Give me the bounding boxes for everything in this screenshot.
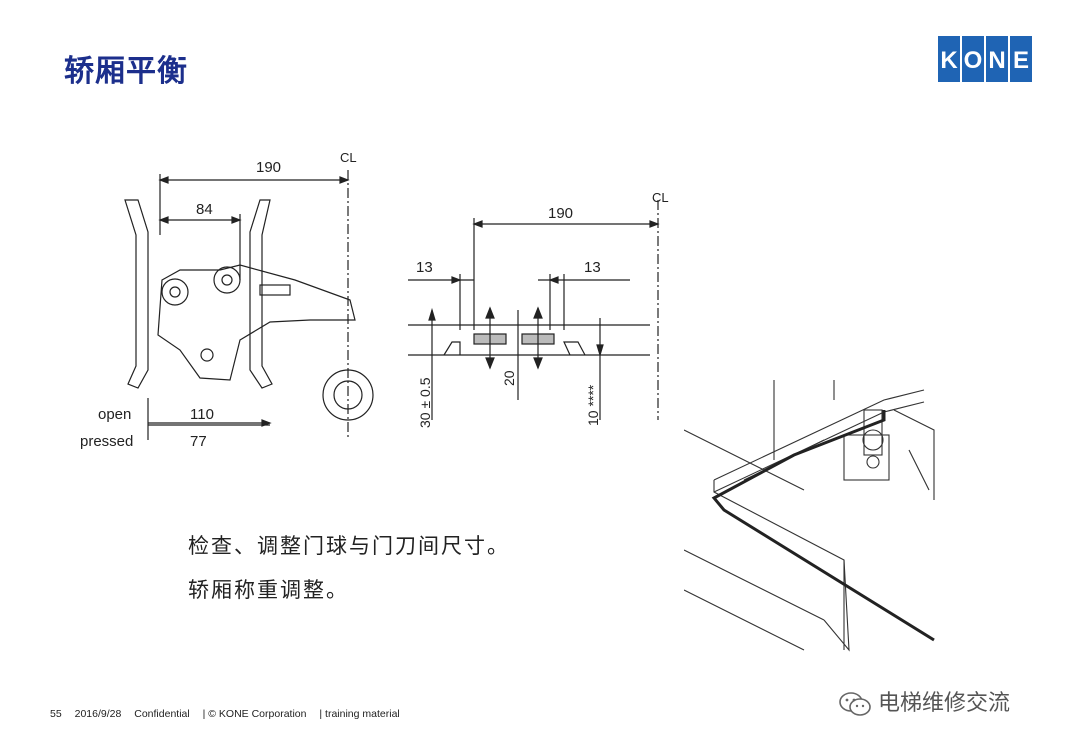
watermark: 电梯维修交流 — [838, 685, 1010, 718]
clearance-drawing: 190 CL 13 13 30 ± 0.5 20 10 **** — [408, 190, 669, 428]
value-pressed: 77 — [190, 433, 207, 450]
body-line-1: 检查、调整门球与门刀间尺寸。 — [188, 534, 510, 558]
isometric-sensor-drawing — [684, 380, 935, 652]
svg-text:K: K — [940, 47, 958, 74]
label-pressed: pressed — [80, 433, 133, 450]
watermark-text: 电梯维修交流 — [878, 691, 1011, 716]
centerline-mark-left: CL — [340, 150, 357, 165]
dim-190-left: 190 — [256, 159, 281, 176]
svg-text:E: E — [1013, 47, 1029, 74]
dim-13-left: 13 — [416, 259, 433, 276]
body-line-2: 轿厢称重调整。 — [188, 578, 349, 602]
page-number: 55 — [50, 708, 62, 720]
centerline-mark-mid: CL — [652, 190, 669, 205]
svg-text:N: N — [988, 47, 1005, 74]
dim-20: 20 — [501, 370, 517, 386]
value-open: 110 — [190, 406, 214, 423]
dim-10: 10 **** — [585, 384, 601, 426]
footer-confidential: Confidential — [134, 708, 190, 720]
footer-copyright: | © KONE Corporation — [202, 708, 307, 720]
slide-title: 轿厢平衡 — [64, 54, 188, 89]
dim-84: 84 — [196, 201, 213, 218]
svg-text:O: O — [964, 47, 983, 74]
kone-logo: K O N E — [938, 36, 1032, 82]
footer-material: | training material — [319, 708, 400, 720]
label-open: open — [98, 406, 131, 423]
door-coupler-drawing: 190 84 CL open pressed 110 77 — [80, 150, 374, 450]
footer: 55 2016/9/28 Confidential | © KONE Corpo… — [50, 708, 410, 720]
wechat-icon — [839, 692, 871, 716]
footer-date: 2016/9/28 — [74, 708, 122, 720]
dim-13-right: 13 — [584, 259, 601, 276]
dim-30: 30 ± 0.5 — [417, 377, 433, 428]
dim-190-mid: 190 — [548, 205, 573, 222]
